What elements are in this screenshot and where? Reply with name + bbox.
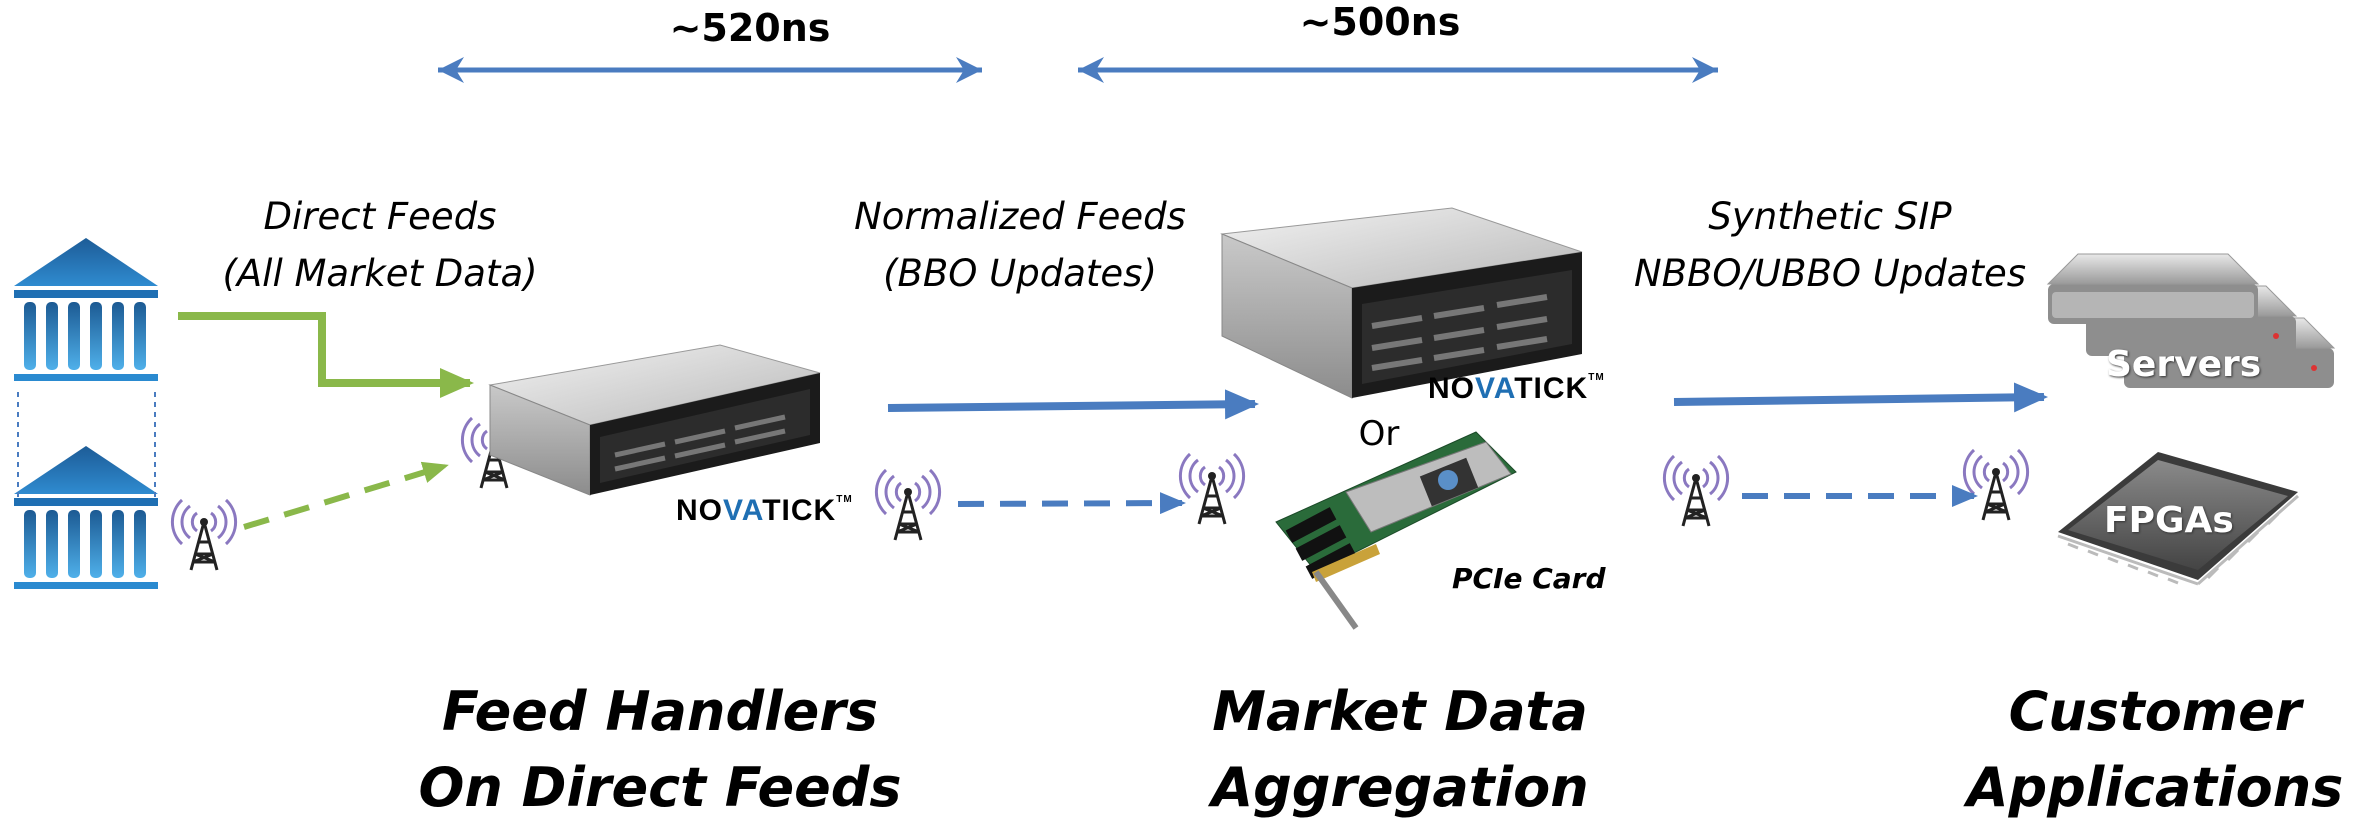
normalized-feeds-line-1: Normalized Feeds [854, 195, 1186, 238]
section-aggregation: Market Data Aggregation [1150, 674, 1650, 826]
rack-server-icon [1220, 207, 1583, 399]
synthetic-feeds-line-2: NBBO/UBBO Updates [1633, 252, 2027, 295]
synthetic-feeds-line-1: Synthetic SIP [1708, 195, 1952, 238]
section-feed-handlers-line-1: Feed Handlers [441, 680, 879, 743]
section-aggregation-line-1: Market Data [1212, 680, 1588, 743]
servers-stack-icon [2046, 253, 2336, 388]
fpgas-label: FPGAs [2104, 500, 2234, 541]
synthetic-feed-arrow [1673, 382, 2048, 413]
direct-feeds-label: Direct Feeds (All Market Data) [170, 188, 590, 302]
fpga-chip-icon [2057, 452, 2299, 586]
section-aggregation-line-2: Aggregation [1211, 756, 1589, 819]
normalized-feeds-label: Normalized Feeds (BBO Updates) [820, 188, 1220, 302]
section-customer-line-2: Applications [1966, 756, 2344, 819]
servers-label: Servers [2106, 344, 2262, 385]
antenna-icon [874, 468, 942, 542]
brand-highlight: VA [723, 494, 763, 527]
normalized-feed-wireless-arrow [957, 492, 1186, 515]
rack-server-icon [488, 344, 821, 496]
exchange-building-icon [14, 446, 158, 589]
direct-feed-wireless-arrow [243, 461, 449, 530]
novatick-logo-feed-handler: NOVATICKTM [676, 494, 853, 528]
brand-suffix: TICK [762, 494, 837, 527]
pcie-card-label: PCIe Card [1452, 562, 1606, 595]
section-feed-handlers: Feed Handlers On Direct Feeds [400, 674, 920, 826]
normalized-feed-arrow [887, 389, 1259, 420]
pcie-card-icon [1275, 431, 1517, 630]
brand-highlight: VA [1475, 372, 1515, 405]
brand-trademark: TM [836, 494, 853, 505]
antenna-icon [1178, 452, 1246, 526]
brand-suffix: TICK [1514, 372, 1589, 405]
section-feed-handlers-line-2: On Direct Feeds [418, 756, 902, 819]
brand-prefix: NO [1428, 372, 1475, 405]
brand-prefix: NO [676, 494, 723, 527]
direct-feed-arrow [178, 312, 474, 398]
normalized-feeds-line-2: (BBO Updates) [883, 252, 1157, 295]
antenna-icon [1662, 454, 1730, 528]
latency-label-right: ~500ns [1299, 0, 1461, 44]
antenna-icon [1962, 448, 2030, 522]
or-label: Or [1358, 414, 1400, 454]
brand-trademark: TM [1588, 372, 1605, 383]
latency-label-left: ~520ns [669, 6, 831, 50]
novatick-logo-aggregation: NOVATICKTM [1428, 372, 1605, 406]
antenna-icon [170, 498, 238, 572]
exchange-building-icon [14, 238, 158, 381]
synthetic-feeds-label: Synthetic SIP NBBO/UBBO Updates [1600, 188, 2060, 302]
direct-feeds-line-2: (All Market Data) [222, 252, 538, 295]
direct-feeds-line-1: Direct Feeds [263, 195, 497, 238]
section-customer: Customer Applications [1960, 674, 2350, 826]
section-customer-line-1: Customer [2008, 680, 2302, 743]
